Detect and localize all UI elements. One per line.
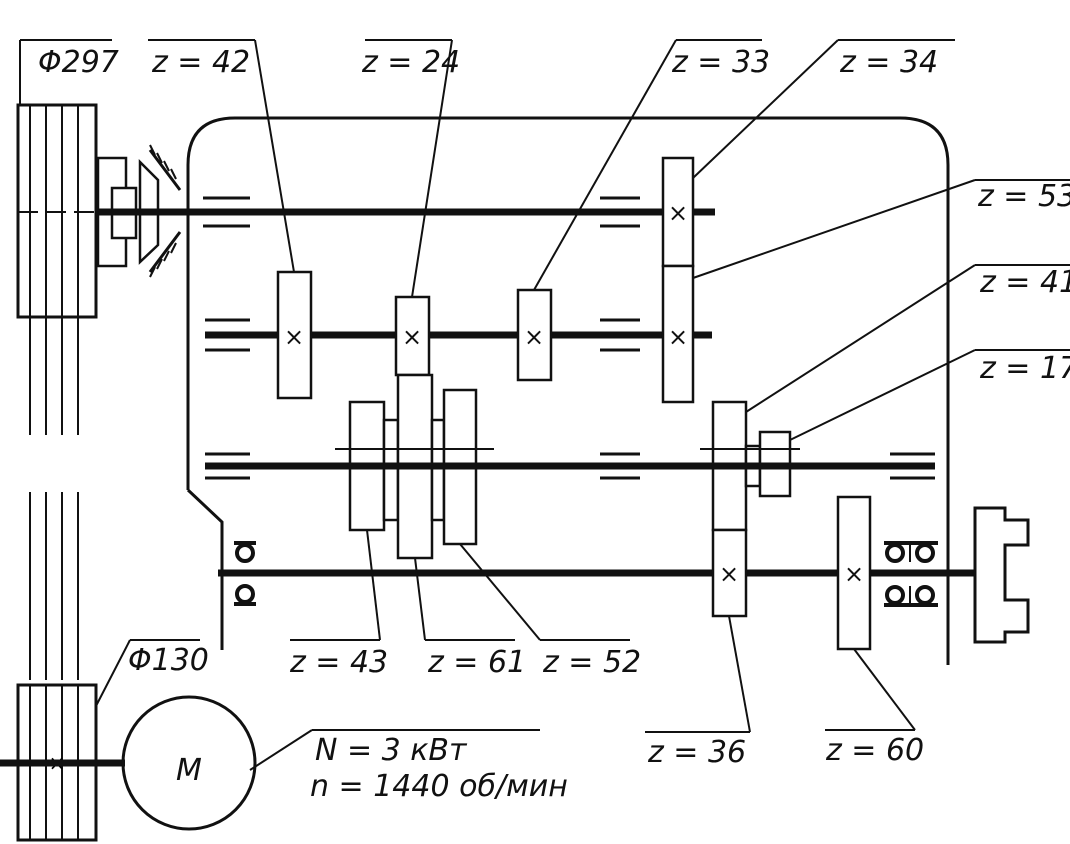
label-z42: z = 42 <box>151 45 250 80</box>
svg-text:×: × <box>844 560 864 588</box>
label-z36: z = 36 <box>647 735 746 770</box>
chuck <box>973 506 1030 644</box>
label-z34: z = 34 <box>839 45 938 80</box>
gearbox-housing <box>186 116 950 665</box>
bearing-spindle-left-top <box>235 543 255 563</box>
label-z43: z = 43 <box>289 645 388 680</box>
pulley-top-phi297 <box>16 103 98 680</box>
label-z24: z = 24 <box>361 45 460 80</box>
gear-z33 <box>516 288 553 382</box>
gear-z42 <box>276 270 313 400</box>
svg-text:×: × <box>719 560 739 588</box>
gear-z36 <box>711 528 748 618</box>
gear-z53 <box>661 264 695 404</box>
label-motor-power: N = 3 кВт <box>315 733 468 768</box>
label-phi130: Φ130 <box>128 643 209 678</box>
motor <box>121 695 257 831</box>
label-z52: z = 52 <box>542 645 641 680</box>
label-z17: z = 17 <box>979 351 1070 386</box>
label-phi297: Φ297 <box>38 45 119 80</box>
gear-z60 <box>836 495 872 651</box>
label-z41: z = 41 <box>979 265 1070 300</box>
svg-text:×: × <box>524 323 544 351</box>
label-z33: z = 33 <box>671 45 770 80</box>
svg-text:×: × <box>284 323 304 351</box>
gear-z61-hub <box>382 418 400 522</box>
input-clutch <box>96 144 182 278</box>
gear-z52-hub <box>430 418 446 522</box>
svg-text:×: × <box>668 323 688 351</box>
bearing-spindle-right <box>884 541 938 607</box>
svg-text:×: × <box>668 199 688 227</box>
label-z53: z = 53 <box>977 179 1070 214</box>
label-z61: z = 61 <box>427 645 526 680</box>
label-motor-speed: n = 1440 об/мин <box>310 769 568 804</box>
housing-lower-left <box>186 488 224 650</box>
gear-z34 <box>661 156 695 268</box>
label-z60: z = 60 <box>825 733 924 768</box>
svg-text:×: × <box>402 323 422 351</box>
bearing-spindle-left-bottom <box>235 584 255 604</box>
motor-label: M <box>176 753 202 788</box>
